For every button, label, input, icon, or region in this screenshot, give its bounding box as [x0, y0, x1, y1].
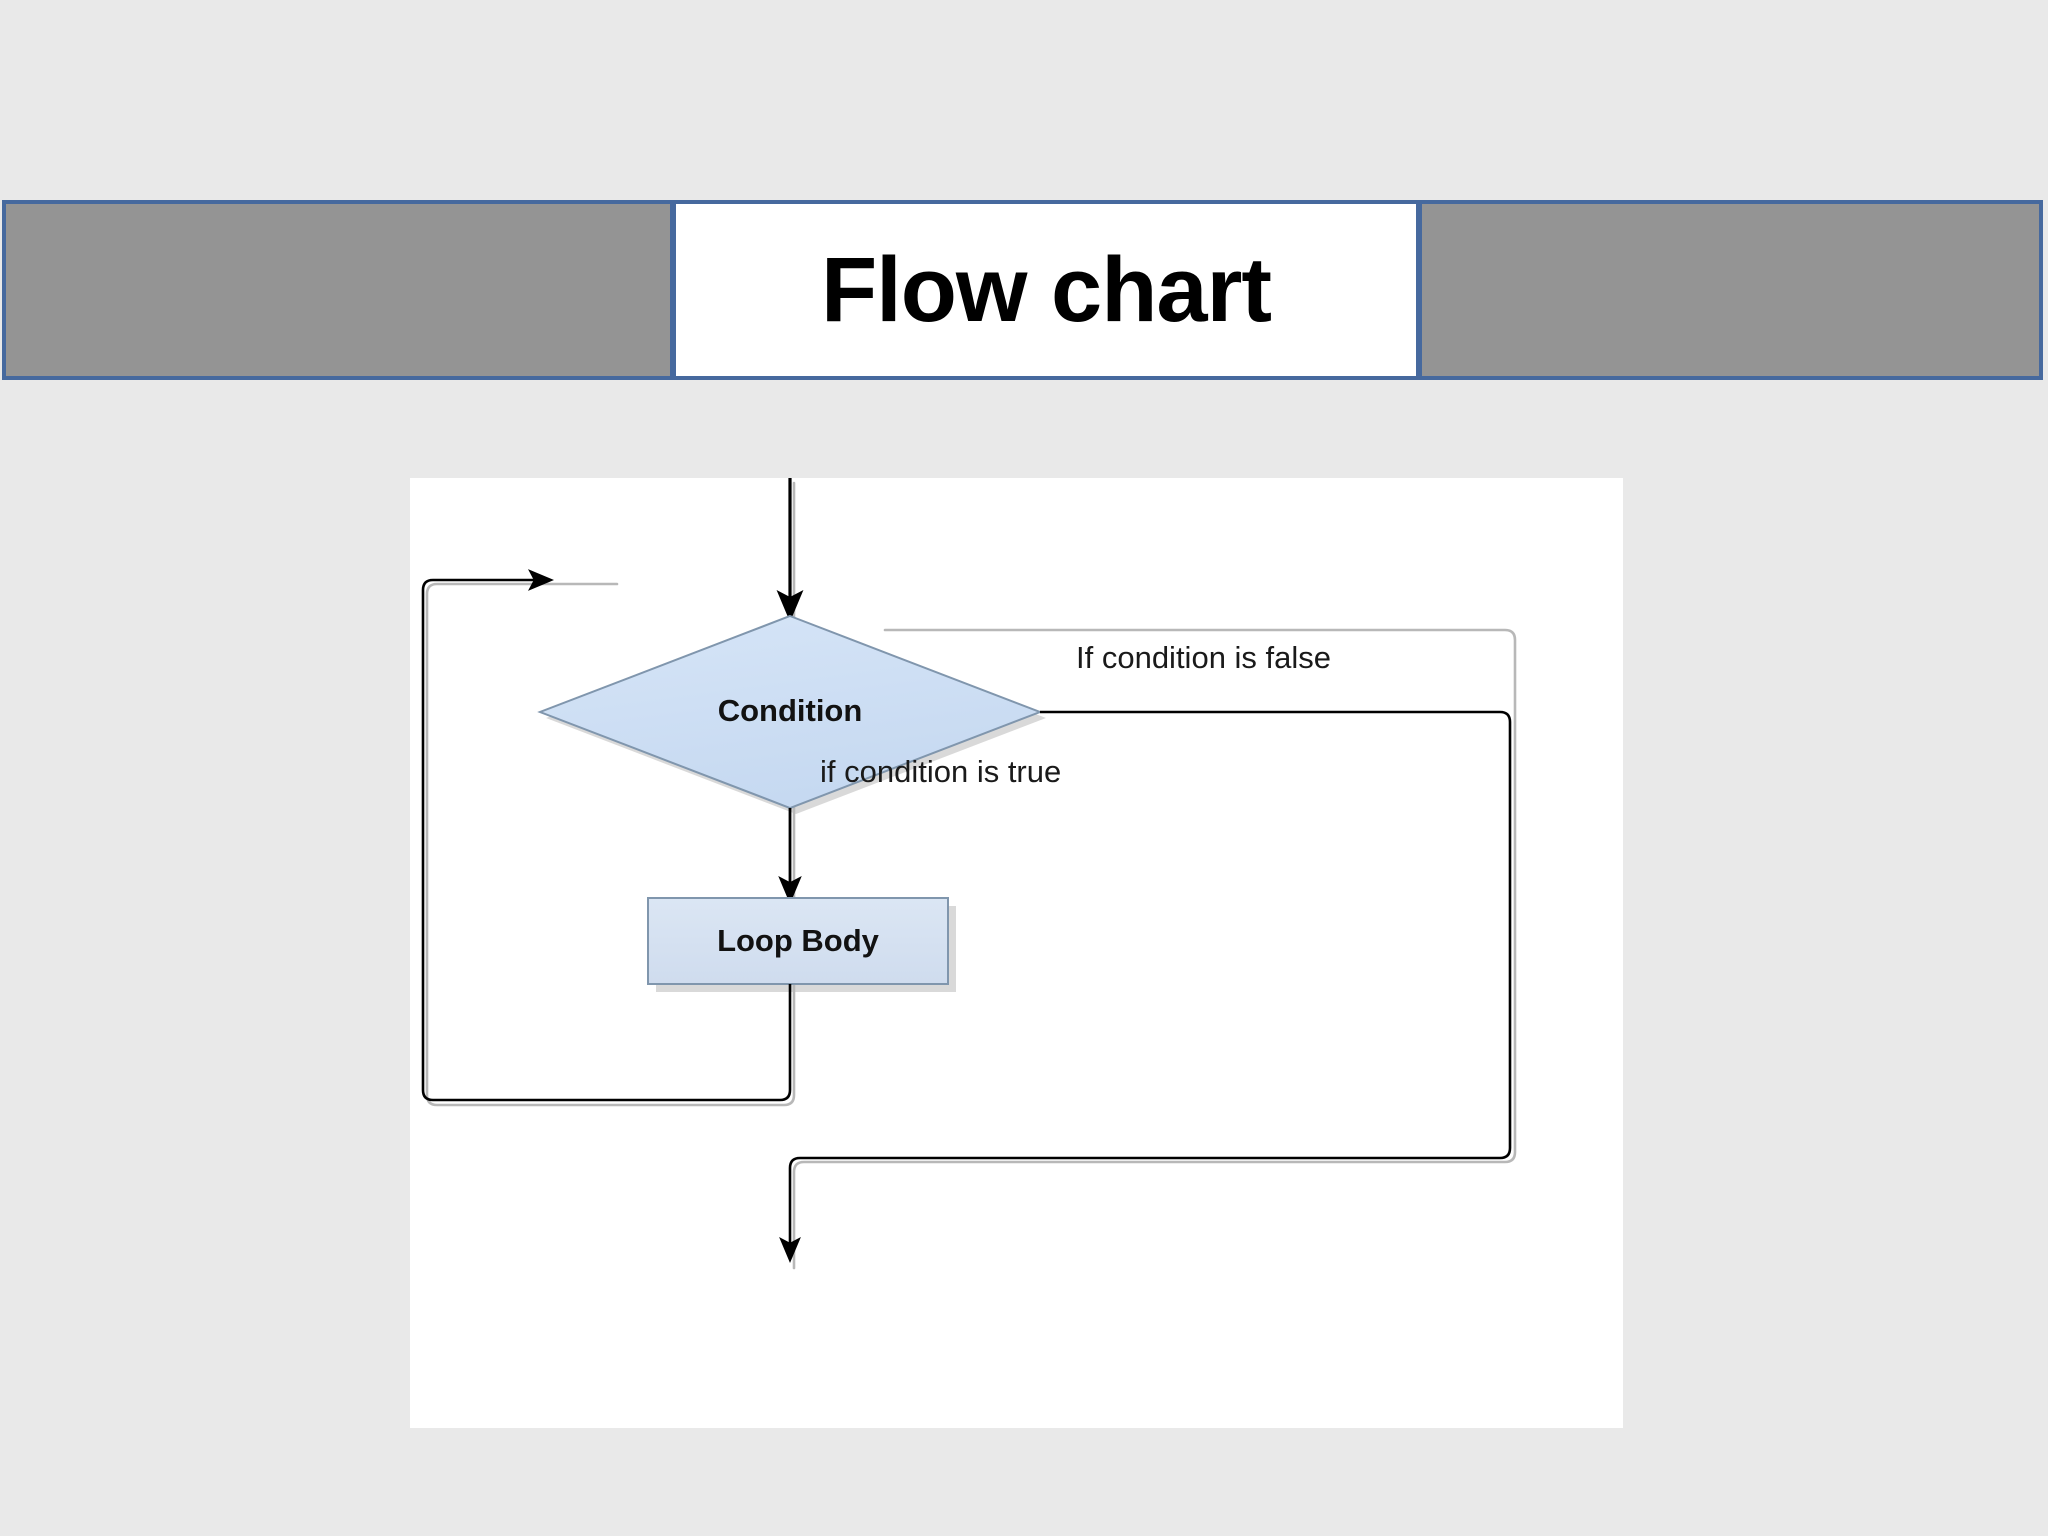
title-box: Flow chart — [672, 200, 1420, 380]
banner-bar-left — [2, 200, 674, 380]
title-banner: Flow chart — [0, 200, 2048, 380]
flowchart-svg: Condition If condition is false if condi… — [421, 478, 1517, 1270]
edge-false-branch: If condition is false — [779, 640, 1512, 1263]
connector-shadows — [425, 481, 1517, 1270]
page-title: Flow chart — [820, 239, 1272, 341]
true-branch-label: if condition is true — [820, 754, 1061, 789]
loop-back-path — [421, 578, 792, 1102]
banner-bar-right — [1418, 200, 2043, 380]
loop-body-rect — [647, 897, 949, 985]
edge-loop-back — [421, 569, 792, 1102]
loop-body-label: Loop Body — [717, 923, 880, 958]
condition-label: Condition — [718, 693, 863, 728]
node-condition[interactable]: Condition — [537, 614, 1046, 814]
false-branch-label: If condition is false — [1076, 640, 1331, 675]
false-branch-path — [779, 710, 1512, 1263]
flowchart-image: Condition If condition is false if condi… — [410, 478, 1623, 1428]
node-loop-body[interactable]: Loop Body — [647, 897, 956, 992]
edge-true-branch: if condition is true — [778, 754, 1061, 904]
